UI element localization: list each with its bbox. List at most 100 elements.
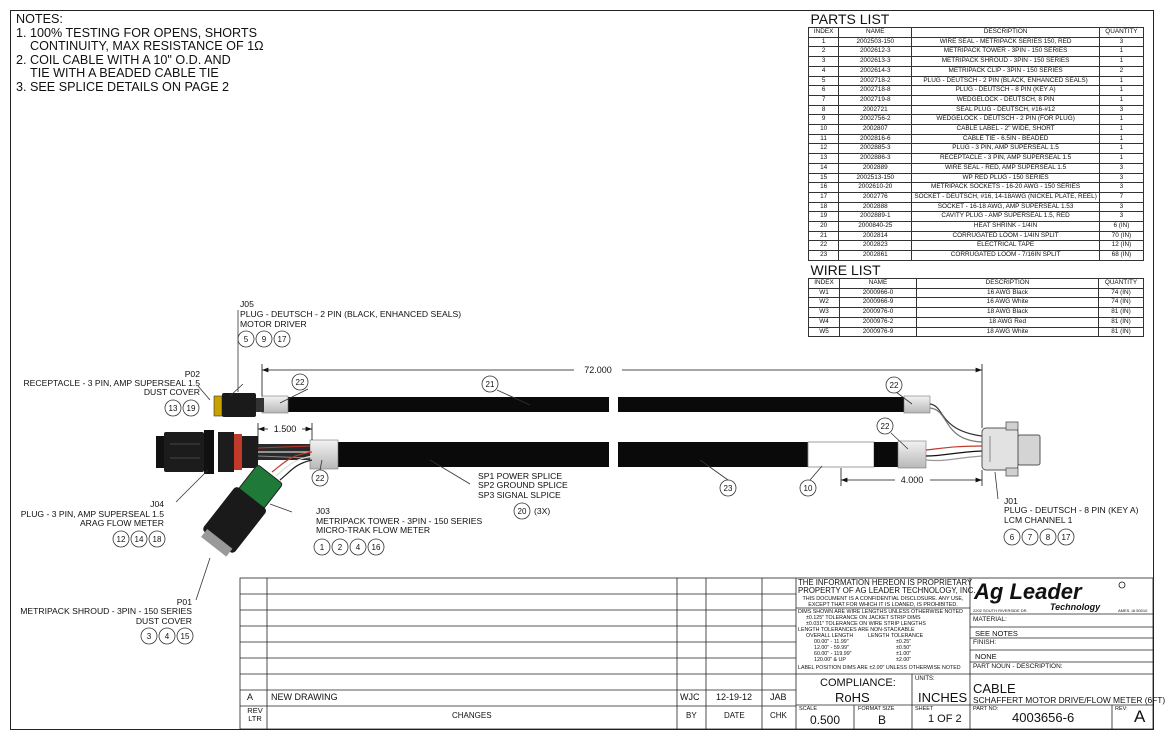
cell-quantity: 1 (1098, 153, 1145, 164)
svg-text:J04: J04 (150, 499, 164, 509)
cable-label (807, 441, 875, 468)
loom-bottom (309, 439, 927, 470)
svg-text:22: 22 (881, 422, 890, 431)
col-quantity: QUANTITY (1098, 278, 1144, 289)
tolerance-notes: DIMS SHOWN ARE WIRE LENGTHS UNLESS OTHER… (798, 609, 964, 634)
dim-label (840, 468, 983, 486)
svg-text:MICRO-TRAK FLOW METER: MICRO-TRAK FLOW METER (316, 525, 430, 535)
svg-text:DUST COVER: DUST COVER (136, 616, 192, 626)
scale-label: SCALE (799, 706, 818, 712)
svg-text:(3X): (3X) (534, 506, 550, 516)
cell-name: 2000976-0 (839, 307, 917, 318)
cell-name: 2002718-2 (838, 75, 913, 87)
cell-name: 2002513-150 (838, 172, 913, 184)
cell-name: 2002721 (838, 104, 913, 116)
svg-text:METRIPACK TOWER - 3PIN - 150 S: METRIPACK TOWER - 3PIN - 150 SERIES (316, 516, 482, 526)
wire-list-title: WIRE LIST (810, 262, 881, 278)
wires-to-j01 (925, 403, 983, 462)
cell-index: 10 (807, 124, 840, 135)
cell-name: 2002503-150 (838, 36, 913, 48)
balloon-tape-bottom-right: 22 (876, 417, 894, 435)
note-line: 3. SEE SPLICE DETAILS ON PAGE 2 (16, 79, 230, 94)
callout-splice: SP1 POWER SPLICE SP2 GROUND SPLICE SP3 S… (478, 471, 568, 520)
callout-p02: P02 RECEPTACLE - 3 PIN, AMP SUPERSEAL 1.… (23, 369, 200, 397)
tape-bottom-right (897, 440, 927, 469)
col-quantity: QUANTITY (1098, 27, 1145, 38)
title-block-grid (239, 577, 1154, 730)
cell-description: METRIPACK SHROUD - 3PIN - 150 SERIES (911, 56, 1100, 67)
wire-list-table: WIRE LIST INDEX NAME DESCRIPTION QUANTIT… (808, 262, 1144, 338)
svg-text:SP1 POWER SPLICE: SP1 POWER SPLICE (478, 471, 562, 481)
cell-quantity: 81 (IN) (1098, 316, 1144, 328)
material-value: SEE NOTES (975, 629, 1018, 638)
cell-quantity: 12 (IN) (1098, 240, 1145, 252)
cell-index: 4 (807, 65, 840, 77)
cell-index: 8 (807, 104, 840, 116)
cell-name: 2002886-3 (838, 153, 913, 164)
cell-description: METRIPACK CLIP - 3PIN - 150 SERIES (911, 65, 1100, 77)
cell-name: 2002776 (838, 191, 913, 203)
svg-text:Technology: Technology (1050, 602, 1101, 612)
cell-name: 2002612-3 (838, 46, 913, 58)
address-left: 2202 SOUTH RIVERSIDE DR. (973, 608, 1028, 613)
col-description: DESCRIPTION (916, 278, 1099, 289)
svg-text:Ag Leader: Ag Leader (973, 579, 1083, 604)
address-right: AMES, IA 50010 (1118, 608, 1148, 613)
svg-text:12: 12 (117, 535, 126, 544)
tape-top-left (261, 395, 289, 414)
cell-index: 13 (807, 153, 840, 164)
cell-index: 21 (807, 230, 840, 242)
cell-name: 2002719-8 (838, 94, 913, 106)
cell-quantity: 2 (1098, 65, 1145, 77)
cell-index: 5 (807, 75, 840, 87)
notes-title: NOTES: (16, 12, 63, 26)
loom-top (261, 395, 931, 414)
cell-index: 23 (807, 250, 840, 261)
cell-description: CORRUGATED LOOM - 7/16IN SPLIT (911, 250, 1100, 261)
tape-bottom-left (309, 439, 339, 470)
cell-description: WEDGELOCK - DEUTSCH, 8 PIN (911, 94, 1100, 106)
cell-index: 17 (807, 191, 840, 203)
parts-list-table: PARTS LIST INDEX NAME DESCRIPTION QUANTI… (807, 11, 1145, 261)
balloon-cable-label: 10 (799, 479, 817, 497)
cell-description: CABLE TIE - 6.5IN - BEADED (911, 133, 1100, 145)
dim-label-value: 4.000 (901, 475, 924, 485)
cell-name: 2002823 (838, 240, 913, 252)
cell-index: 22 (807, 240, 840, 252)
cell-quantity: 3 (1098, 211, 1145, 223)
cell-description: PLUG - 3 PIN, AMP SUPERSEAL 1.5 (911, 143, 1100, 155)
col-description: DESCRIPTION (911, 27, 1100, 38)
cell-index: 14 (807, 162, 840, 174)
parts-list-title: PARTS LIST (810, 11, 890, 27)
svg-text:P01: P01 (177, 597, 193, 607)
cell-quantity: 1 (1098, 75, 1145, 87)
by-header: BY (686, 711, 697, 720)
cell-description: SEAL PLUG - DEUTSCH, #16-#12 (911, 104, 1100, 116)
balloon-loom-bottom: 23 (719, 479, 737, 497)
svg-text:DUST COVER: DUST COVER (144, 387, 200, 397)
wire-list-header: INDEX NAME DESCRIPTION QUANTITY (808, 278, 1144, 289)
svg-text:5: 5 (244, 335, 249, 344)
part-noun-label: PART NOUN - DESCRIPTION: (973, 663, 1063, 670)
svg-text:4: 4 (165, 632, 170, 641)
part-noun-value: CABLE (973, 681, 1016, 696)
format-value: B (878, 713, 887, 727)
svg-text:SP2 GROUND SPLICE: SP2 GROUND SPLICE (478, 480, 568, 490)
items-p01: 3 4 15 (140, 627, 194, 645)
cell-index: 6 (807, 85, 840, 96)
svg-text:23: 23 (724, 484, 733, 493)
rev-label: REV: (1115, 706, 1128, 712)
cell-quantity: 3 (1098, 36, 1145, 48)
